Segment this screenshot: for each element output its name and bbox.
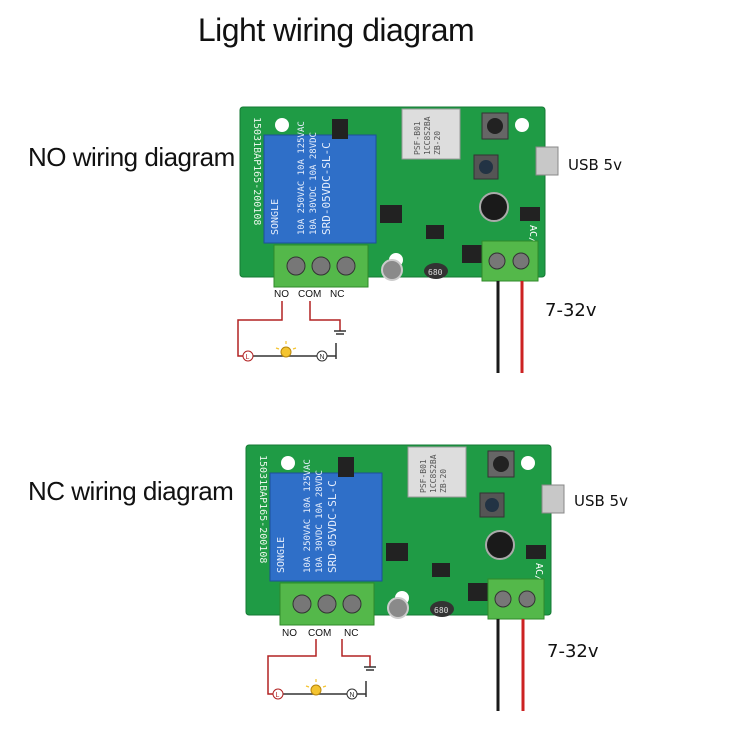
chip xyxy=(520,207,540,221)
terminal-screw-nc xyxy=(342,594,362,614)
lightbulb-icon xyxy=(275,341,297,358)
terminal-screw-power xyxy=(488,252,506,270)
chip xyxy=(380,205,402,223)
wifi-module xyxy=(401,108,461,160)
nc-voltage-label: 7-32v xyxy=(547,641,599,662)
relay-spec-line: 10A 250VAC 10A 125VAC xyxy=(297,121,307,235)
terminal-screw-no xyxy=(292,594,312,614)
line-terminal-icon xyxy=(272,688,284,700)
capacitor xyxy=(485,530,515,560)
circuit-wire-no xyxy=(237,301,283,357)
terminal-label-nc: NC xyxy=(330,289,344,300)
mount-hole xyxy=(281,456,295,470)
module-text: 1CC8S2BA xyxy=(429,454,438,493)
terminal-screw-power xyxy=(494,590,512,608)
terminal-label-no: NO xyxy=(282,628,297,639)
relay-spec-line: 10A 30VDC 10A 28VDC xyxy=(309,132,319,235)
no-relay-board: 15031BAP165-200108 SONGLE 10A 250VAC 10A… xyxy=(237,106,559,373)
no-voltage-label: 7-32v xyxy=(545,300,597,321)
inductor-text: 680 xyxy=(434,606,449,615)
neutral-terminal-text: N xyxy=(350,692,355,699)
push-button-cap xyxy=(485,498,499,512)
mount-hole xyxy=(515,118,529,132)
board-id-text: 15031BAP165-200108 xyxy=(251,117,262,225)
board-id-text: 15031BAP165-200108 xyxy=(257,455,268,563)
lightbulb-icon xyxy=(305,679,327,696)
terminal-label-no: NO xyxy=(274,289,289,300)
terminal-label-com: COM xyxy=(308,628,331,639)
no-section-label: NO wiring diagram xyxy=(28,142,235,172)
line-terminal-text: L xyxy=(276,692,280,699)
capacitor xyxy=(387,597,409,619)
usb-port xyxy=(535,146,559,176)
chip xyxy=(462,245,484,263)
relay-brand-text: SONGLE xyxy=(270,199,281,235)
terminal-screw-power xyxy=(512,252,530,270)
jumper-header xyxy=(338,457,354,477)
neutral-terminal-icon xyxy=(346,688,358,700)
relay-spec-line: 10A 30VDC 10A 28VDC xyxy=(315,470,325,573)
relay-body xyxy=(269,472,383,582)
push-button-cap xyxy=(479,160,493,174)
module-text: PSF-B01 xyxy=(413,121,422,155)
module-text: PSF-B01 xyxy=(419,459,428,493)
jumper-header xyxy=(332,119,348,139)
inductor xyxy=(424,263,448,279)
line-terminal-text: L xyxy=(246,354,250,361)
inductor-text: 680 xyxy=(428,268,443,277)
line-terminal-icon xyxy=(242,350,254,362)
inductor xyxy=(430,601,454,617)
chip xyxy=(432,563,450,577)
terminal-screw-com xyxy=(311,256,331,276)
page-title: Light wiring diagram xyxy=(197,12,475,48)
neutral-terminal-text: N xyxy=(320,354,325,361)
circuit-wire-com xyxy=(309,301,341,331)
terminal-label-com: COM xyxy=(298,289,321,300)
usb-port xyxy=(541,484,565,514)
mount-hole xyxy=(275,118,289,132)
chip xyxy=(386,543,408,561)
relay-spec-line: 10A 250VAC 10A 125VAC xyxy=(303,459,313,573)
push-button-cap xyxy=(487,118,503,134)
circuit-wire-nc xyxy=(341,639,371,667)
nc-usb-label: USB 5v xyxy=(574,492,628,510)
chip xyxy=(426,225,444,239)
neutral-terminal-icon xyxy=(316,350,328,362)
relay-brand-text: SONGLE xyxy=(276,537,287,573)
chip xyxy=(468,583,490,601)
terminal-screw-no xyxy=(286,256,306,276)
relay-model-line: SRD-05VDC-SL-C xyxy=(320,142,333,235)
terminal-screw-com xyxy=(317,594,337,614)
terminal-screw-power xyxy=(518,590,536,608)
terminal-label-nc: NC xyxy=(344,628,358,639)
wifi-module xyxy=(407,446,467,498)
module-text: 1CC8S2BA xyxy=(423,116,432,155)
chip xyxy=(526,545,546,559)
mount-hole xyxy=(521,456,535,470)
circuit-wire-com xyxy=(267,639,317,695)
relay-body xyxy=(263,134,377,244)
push-button-cap xyxy=(493,456,509,472)
nc-section-label: NC wiring diagram xyxy=(28,476,234,506)
nc-relay-board: 15031BAP165-200108 SONGLE 10A 250VAC 10A… xyxy=(245,444,565,711)
module-text: ZB-20 xyxy=(433,131,442,155)
terminal-screw-nc xyxy=(336,256,356,276)
capacitor xyxy=(381,259,403,281)
capacitor xyxy=(479,192,509,222)
relay-model-line: SRD-05VDC-SL-C xyxy=(326,480,339,573)
no-usb-label: USB 5v xyxy=(568,156,622,174)
module-text: ZB-20 xyxy=(439,469,448,493)
